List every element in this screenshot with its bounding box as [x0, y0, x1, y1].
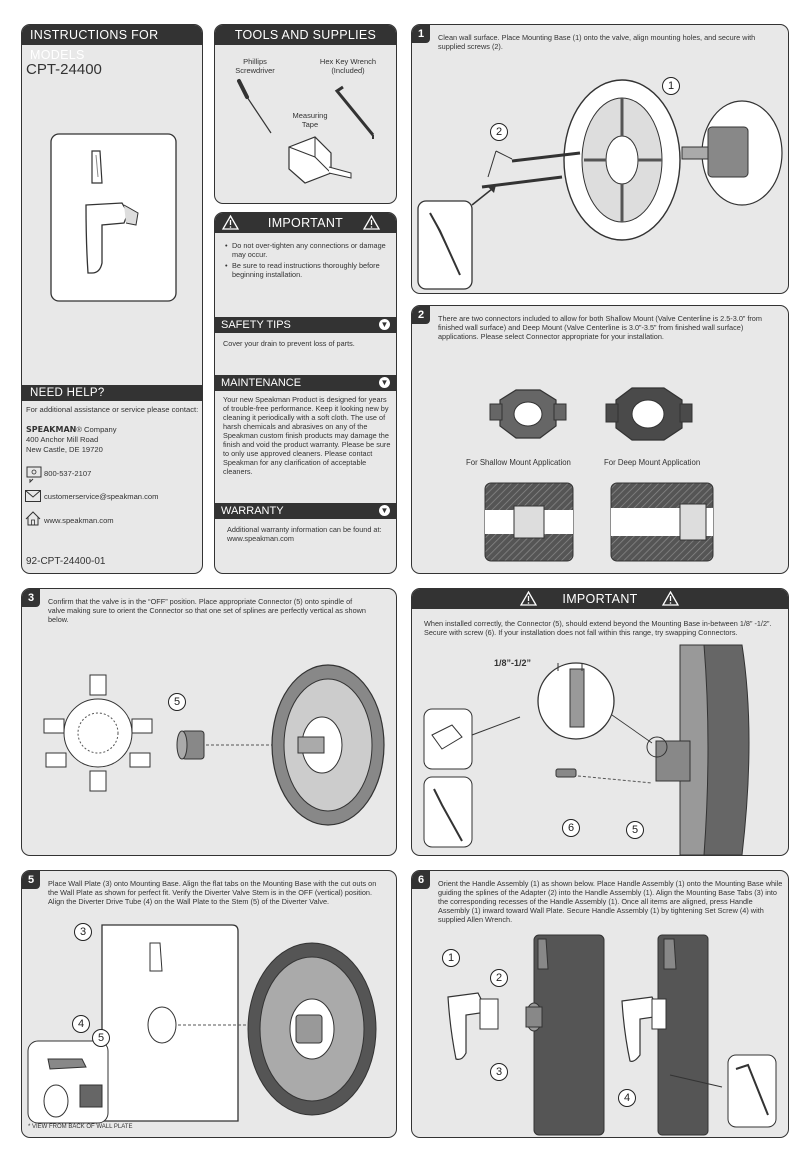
step-6-number: 6 [412, 871, 430, 889]
measuring-tape-icon [288, 136, 352, 184]
step-2-number: 2 [412, 306, 430, 324]
step-5-text: Place Wall Plate (3) onto Mounting Base.… [48, 879, 377, 906]
phillips-label: Phillips Screwdriver [235, 57, 275, 75]
warning-icon [362, 214, 381, 230]
safety-text: Cover your drain to prevent loss of part… [223, 339, 355, 348]
warranty-text: Additional warranty information can be f… [227, 525, 382, 543]
callout-3: 3 [490, 1063, 508, 1081]
step-5-number: 5 [22, 871, 40, 889]
chevron-down-icon: ▼ [379, 505, 390, 516]
shallow-mount-label: For Shallow Mount Application [466, 458, 571, 467]
step-3-text: Confirm that the valve is in the “OFF” p… [48, 597, 366, 624]
step-6-panel: 6 Orient the Handle Assembly (1) as show… [411, 870, 789, 1138]
tools-header: TOOLS AND SUPPLIES [215, 25, 396, 45]
callout-5: 5 [92, 1029, 110, 1047]
step-4-illustration [423, 644, 750, 855]
deep-mount-label: For Deep Mount Application [604, 458, 701, 467]
home-icon [25, 511, 41, 526]
company-brand: SPEAKMAN [26, 425, 77, 434]
chevron-down-icon: ▼ [379, 377, 390, 388]
step-1-text: Clean wall surface. Place Mounting Base … [438, 33, 756, 51]
need-help-header: NEED HELP? [22, 385, 202, 401]
callout-4: 4 [618, 1089, 636, 1107]
callout-2: 2 [490, 123, 508, 141]
callout-4: 4 [72, 1015, 90, 1033]
step-3-panel: 3 Confirm that the valve is in the “OFF”… [21, 588, 397, 856]
important-header: IMPORTANT [215, 213, 396, 233]
step-6-text: Orient the Handle Assembly (1) as shown … [438, 879, 783, 924]
important-bullet-2: Be sure to read instructions thoroughly … [225, 261, 387, 279]
important-panel: IMPORTANT Do not over-tighten any connec… [214, 212, 397, 574]
shallow-connector-image [489, 389, 567, 439]
callout-5: 5 [626, 821, 644, 839]
screwdriver-icon [237, 79, 272, 134]
models-panel: INSTRUCTIONS FOR MODELS CPT-24400 NEED H… [21, 24, 203, 574]
hex-key-icon [334, 85, 375, 139]
step-5-panel: 5 Place Wall Plate (3) onto Mounting Bas… [21, 870, 397, 1138]
address-line2: New Castle, DE 19720 [26, 445, 103, 454]
email-address[interactable]: customerservice@speakman.com [44, 492, 159, 501]
step-1-number: 1 [412, 25, 430, 43]
step-5-note: * VIEW FROM BACK OF WALL PLATE [28, 1124, 133, 1130]
shallow-cross-section [484, 482, 574, 562]
maintenance-text: Your new Speakman Product is designed fo… [223, 395, 391, 476]
step-4-title: IMPORTANT [562, 592, 638, 606]
maintenance-header: MAINTENANCE ▼ [215, 375, 396, 391]
safety-title: SAFETY TIPS [221, 319, 291, 331]
phone-icon [26, 466, 42, 484]
callout-3: 3 [74, 923, 92, 941]
doc-number: 92-CPT-24400-01 [26, 556, 106, 567]
step-2-panel: 2 There are two connectors included to a… [411, 305, 789, 574]
tools-panel: TOOLS AND SUPPLIES Phillips Screwdriver … [214, 24, 397, 204]
tape-label: Measuring Tape [292, 111, 328, 129]
step-4-measure: 1/8”-1/2” [494, 658, 532, 668]
deep-connector-image [605, 387, 693, 441]
email-icon [25, 490, 41, 502]
trim-plate-image [50, 133, 177, 302]
need-help-text: For additional assistance or service ple… [26, 405, 199, 414]
step-6-illustration [447, 934, 777, 1136]
warranty-title: WARRANTY [221, 505, 284, 517]
step-4-text: When installed correctly, the Connector … [424, 619, 772, 637]
models-header: INSTRUCTIONS FOR MODELS [22, 25, 202, 62]
company-line: SPEAKMAN® Company [26, 425, 117, 435]
step-3-illustration [43, 664, 385, 826]
phone-number[interactable]: 800-537-2107 [44, 469, 92, 478]
step-4-header: IMPORTANT [412, 589, 788, 609]
step-1-panel: 1 Clean wall surface. Place Mounting Bas… [411, 24, 789, 294]
step-3-number: 3 [22, 589, 40, 607]
address-line1: 400 Anchor Mill Road [26, 435, 99, 444]
step-4-panel: 4 IMPORTANT When installed correctly, th… [411, 588, 789, 856]
model-number: CPT-24400 [26, 61, 102, 78]
safety-header: SAFETY TIPS ▼ [215, 317, 396, 333]
warning-icon [661, 590, 680, 606]
callout-1: 1 [442, 949, 460, 967]
important-title: IMPORTANT [267, 216, 344, 230]
warranty-header: WARRANTY ▼ [215, 503, 396, 519]
callout-6: 6 [562, 819, 580, 837]
important-bullets: Do not over-tighten any connections or d… [223, 241, 387, 279]
website-url[interactable]: www.speakman.com [44, 516, 114, 525]
maintenance-title: MAINTENANCE [221, 377, 302, 389]
warning-icon [221, 214, 240, 230]
important-bullet-1: Do not over-tighten any connections or d… [225, 241, 387, 259]
hexkey-label: Hex Key Wrench (Included) [319, 57, 377, 75]
chevron-down-icon: ▼ [379, 319, 390, 330]
step-1-illustration [417, 79, 783, 290]
warning-icon [519, 590, 538, 606]
callout-2: 2 [490, 969, 508, 987]
step-5-illustration [27, 924, 377, 1124]
callout-1: 1 [662, 77, 680, 95]
company-suffix: ® Company [76, 425, 117, 434]
deep-cross-section [610, 482, 714, 562]
step-2-text: There are two connectors included to all… [438, 314, 762, 341]
callout-5: 5 [168, 693, 186, 711]
